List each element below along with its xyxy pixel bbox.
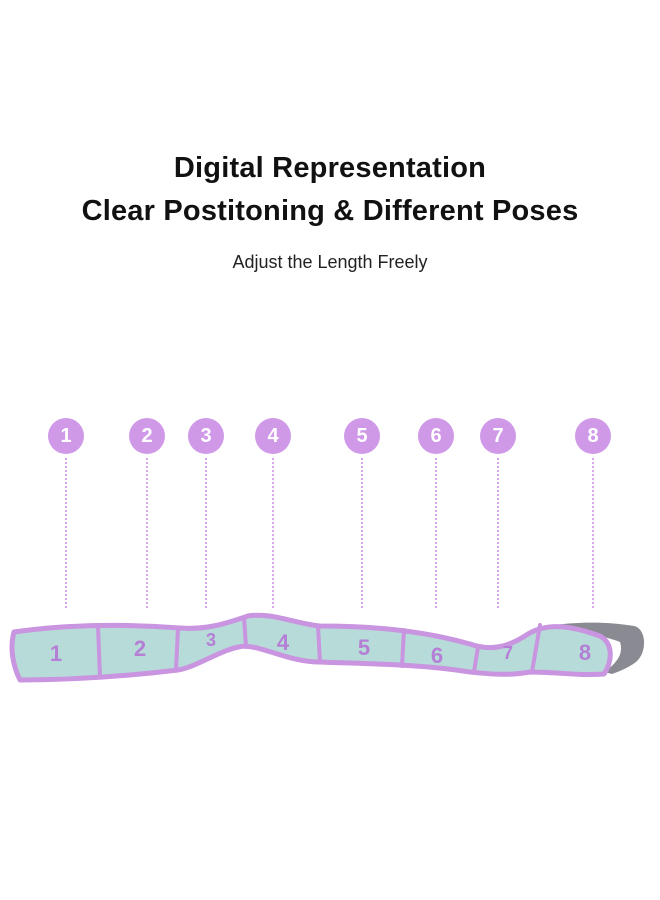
marker-8: 8 — [575, 418, 611, 454]
guide-line-7 — [497, 458, 499, 608]
guide-line-2 — [146, 458, 148, 608]
marker-7: 7 — [480, 418, 516, 454]
strap-number-6: 6 — [431, 643, 443, 668]
strap-number-1: 1 — [50, 641, 62, 666]
strap-stitches — [96, 615, 542, 679]
strap-number-4: 4 — [277, 630, 290, 655]
guide-line-1 — [65, 458, 67, 608]
marker-3: 3 — [188, 418, 224, 454]
guide-line-3 — [205, 458, 207, 608]
headline-line-2: Clear Postitoning & Different Poses — [81, 195, 579, 227]
guide-line-6 — [435, 458, 437, 608]
marker-1: 1 — [48, 418, 84, 454]
strap-body — [9, 612, 613, 683]
strap-number-5: 5 — [358, 635, 370, 660]
strap-number-8: 8 — [579, 640, 591, 665]
marker-2: 2 — [129, 418, 165, 454]
guide-line-4 — [272, 458, 274, 608]
subtitle: Adjust the Length Freely — [232, 252, 428, 272]
marker-5: 5 — [344, 418, 380, 454]
strap-number-7: 7 — [503, 643, 513, 663]
marker-4: 4 — [255, 418, 291, 454]
headline-line-1: Digital Representation — [173, 152, 487, 184]
strap-number-3: 3 — [206, 630, 216, 650]
guide-line-5 — [361, 458, 363, 608]
strap-end-loop — [548, 622, 645, 674]
stretch-strap-image: 1 2 3 4 5 6 7 8 — [9, 612, 645, 683]
guide-line-8 — [592, 458, 594, 608]
marker-6: 6 — [418, 418, 454, 454]
strap-number-2: 2 — [134, 636, 146, 661]
